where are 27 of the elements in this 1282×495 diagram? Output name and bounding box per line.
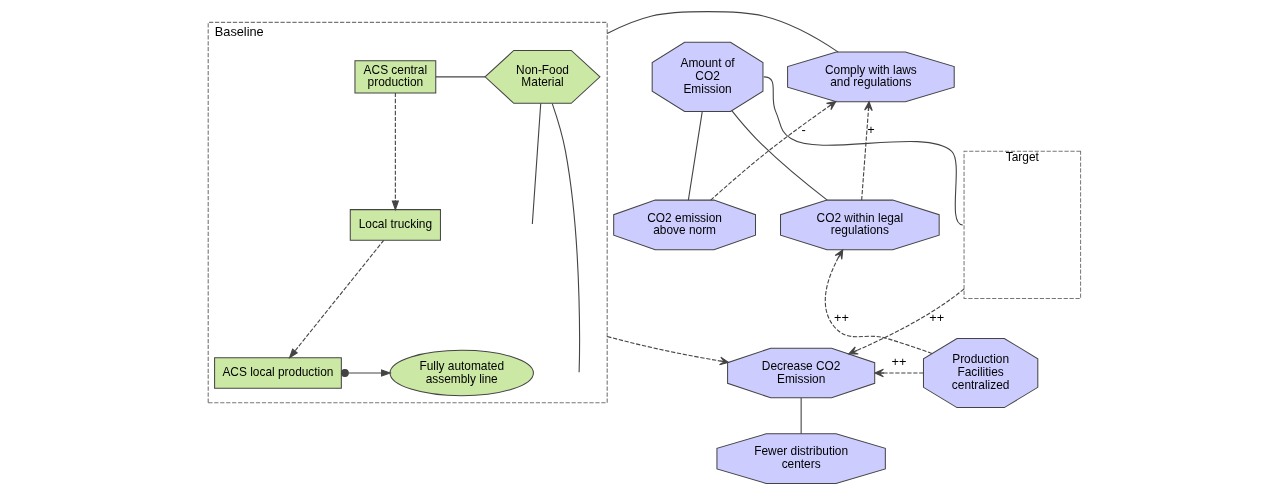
node-box: Target [963, 150, 1082, 300]
edge-label: ++ [834, 309, 849, 325]
connector [606, 11, 839, 53]
arrow [874, 368, 924, 378]
connector [763, 76, 964, 226]
arrow [861, 101, 873, 201]
connector [687, 111, 703, 201]
edge-label: ++ [929, 309, 945, 325]
arrow [391, 92, 400, 212]
arrow [710, 101, 837, 201]
arrow [340, 369, 392, 377]
connector [551, 103, 581, 373]
node-box: Local trucking [349, 209, 441, 241]
connector [531, 103, 542, 225]
node-box: ACS central production [354, 60, 437, 94]
connector [800, 397, 802, 435]
edge-label: - [801, 122, 806, 138]
connector [435, 76, 486, 78]
edge-label: + [867, 122, 875, 138]
arrow [848, 288, 965, 355]
connector [731, 110, 828, 201]
node-ellipse: Fully automated assembly line [389, 349, 534, 397]
arrow [288, 239, 385, 359]
arrow [606, 335, 730, 366]
edge-label: ++ [891, 354, 907, 370]
arrow [824, 249, 933, 355]
node-box: ACS local production [214, 357, 342, 389]
